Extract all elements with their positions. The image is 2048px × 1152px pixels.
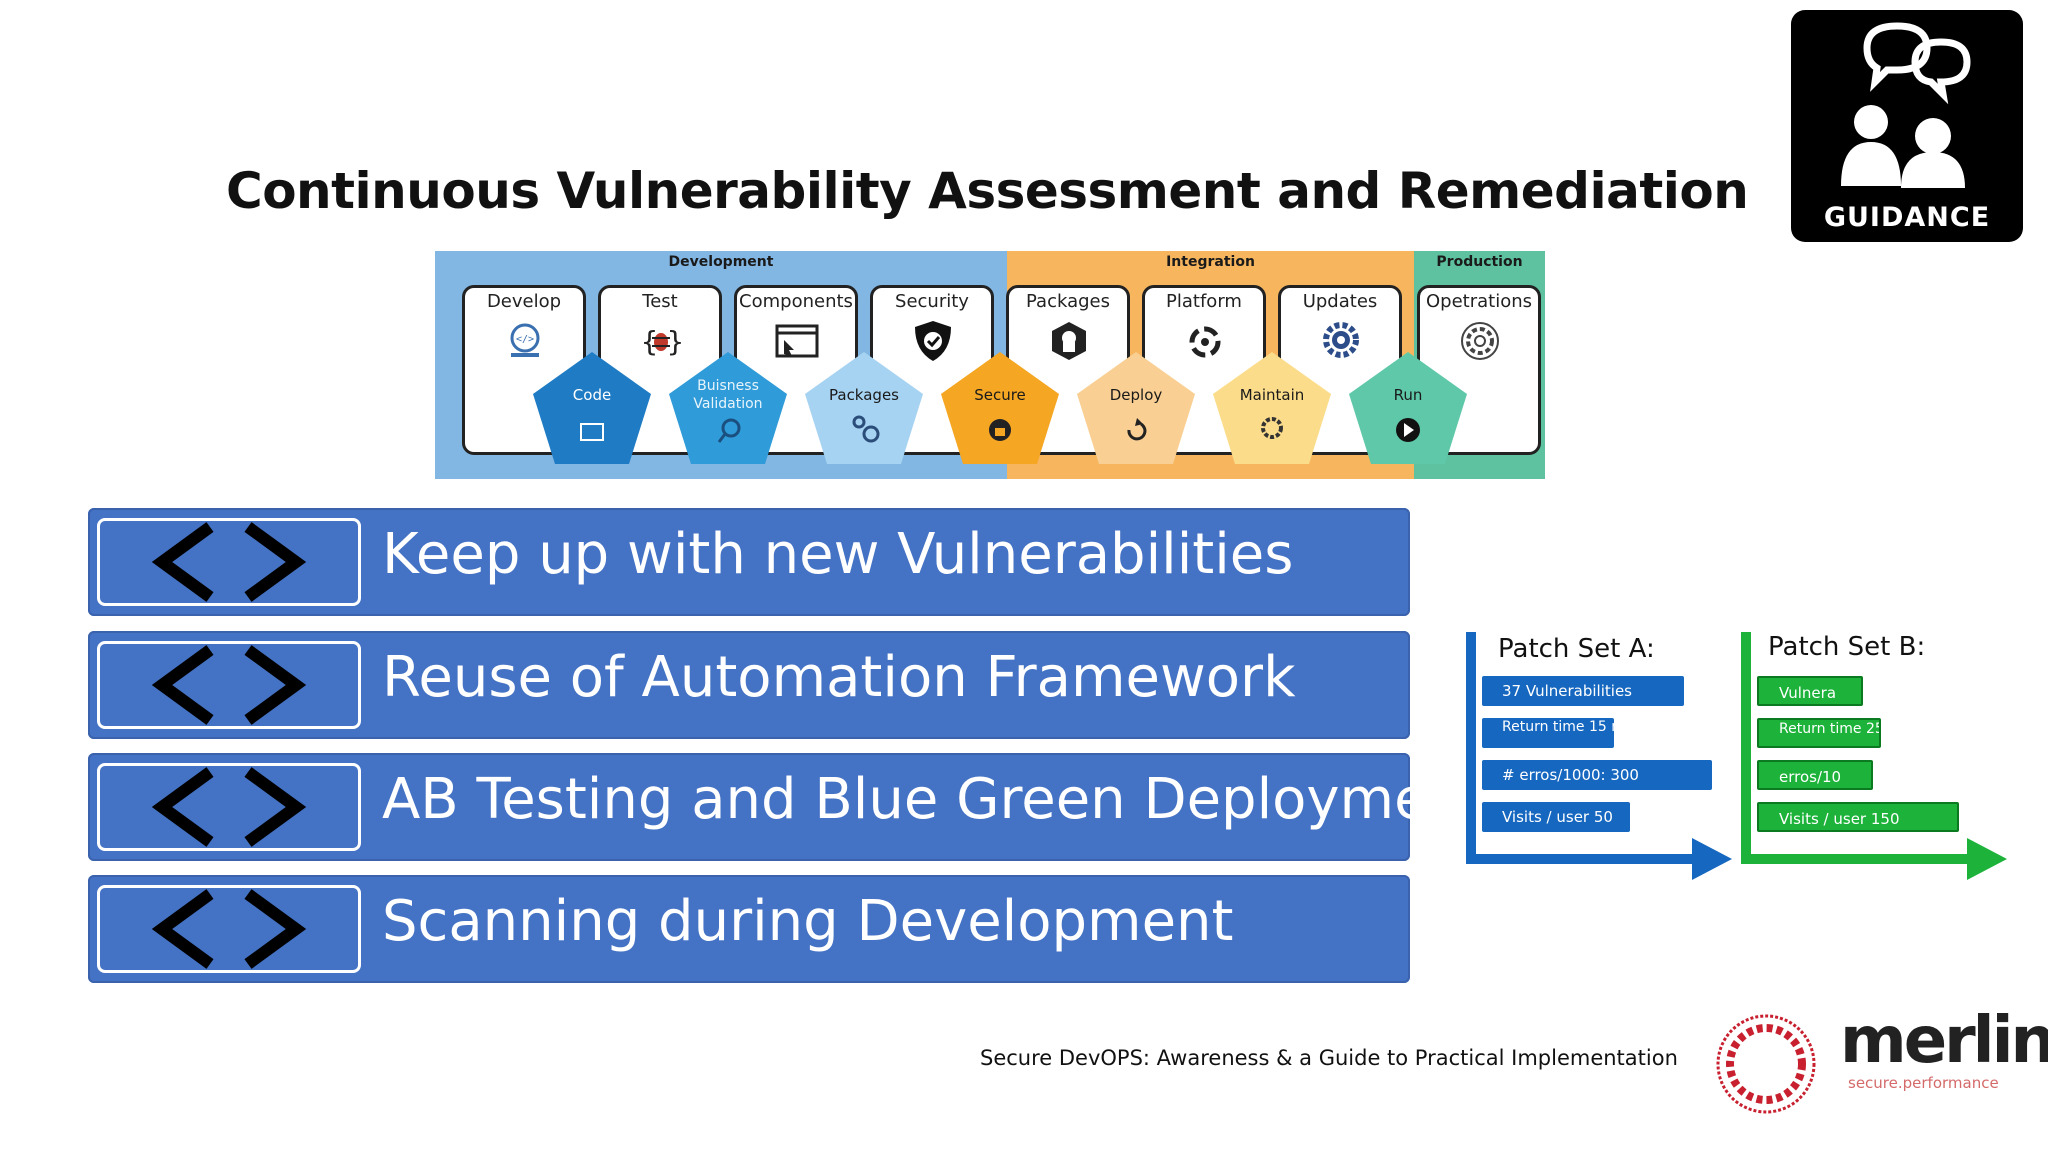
recycle-icon: [1189, 326, 1221, 358]
stage-label: Opetrations: [1425, 291, 1532, 312]
step-secure: [941, 352, 1059, 464]
list-item-ab-testing: AB Testing and Blue Green Deployment: [88, 753, 1486, 861]
patch-a-tag: Return time 15 ms: [1482, 718, 1614, 748]
shield-check-icon: [915, 321, 951, 361]
arrow-right-icon: [1692, 838, 1732, 880]
guidance-label: GUIDANCE: [1823, 202, 1991, 233]
patch-b-title: Patch Set B:: [1768, 632, 1926, 662]
patch-a-timeline: [1466, 632, 1732, 880]
list-item-text: Scanning during Development: [382, 889, 1234, 954]
patch-a-tag: 37 Vulnerabilities: [1482, 676, 1684, 706]
stage-label: Security: [895, 291, 969, 312]
step-business-validation: [669, 352, 787, 464]
guidance-badge: GUIDANCE: [1791, 10, 2023, 242]
step-label: Secure: [974, 386, 1026, 404]
deploy-arrow-icon: [1127, 422, 1147, 441]
patch-b-tag: Return time 25 ms: [1757, 718, 1881, 748]
brand-tagline: secure.performance: [1848, 1074, 1999, 1092]
step-run: [1349, 352, 1467, 464]
svg-text:</>: </>: [516, 334, 534, 345]
step-label: Packages: [829, 386, 899, 404]
terminal-icon: [580, 423, 604, 441]
code-brackets-icon: [97, 641, 361, 729]
devops-pipeline-diagram: Development Integration Production Devel…: [435, 251, 1545, 479]
patch-a-tag: # erros/1000: 300: [1482, 760, 1712, 790]
window-cursor-icon: [775, 324, 819, 358]
code-brackets-icon: [97, 763, 361, 851]
list-item-text: Keep up with new Vulnerabilities: [382, 522, 1294, 587]
step-deploy: [1077, 352, 1195, 464]
step-packages: [805, 352, 923, 464]
step-label: Maintain: [1239, 386, 1305, 404]
patch-b-tag: erros/10: [1757, 760, 1873, 790]
stage-label: Updates: [1302, 291, 1378, 312]
code-brackets-icon: [97, 885, 361, 973]
patch-a-title: Patch Set A:: [1498, 634, 1655, 664]
stage-label: Test: [642, 291, 678, 312]
step-label: Deploy: [1109, 386, 1163, 404]
list-item-automation: Reuse of Automation Framework: [88, 631, 1410, 739]
stage-label: Components: [739, 291, 853, 312]
footer-text: Secure DevOPS: Awareness & a Guide to Pr…: [980, 1046, 1678, 1070]
slide-title: Continuous Vulnerability Assessment and …: [226, 162, 1749, 220]
step-maintain: [1213, 352, 1331, 464]
step-label: Buisness Validation: [693, 378, 763, 412]
stage-label: Packages: [1026, 291, 1110, 312]
patch-a-tag: Visits / user 50: [1482, 802, 1630, 832]
list-item-vulnerabilities: Keep up with new Vulnerabilities: [88, 508, 1410, 616]
stage-label: Platform: [1166, 291, 1242, 312]
patch-b-tag: Vulnera: [1757, 676, 1863, 706]
zone-title: Production: [1436, 254, 1523, 270]
brand-logo: merlin: [1840, 1004, 2048, 1078]
patch-b-tag: Visits / user 150: [1757, 802, 1959, 832]
svg-text:}: }: [667, 325, 684, 358]
package-lock-icon: [1052, 322, 1086, 360]
zone-title: Development: [668, 254, 774, 270]
zone-title: Integration: [1166, 254, 1255, 270]
gears-icon: [852, 415, 866, 429]
code-brackets-icon: [97, 518, 361, 606]
patch-b-timeline: [1741, 632, 2007, 880]
people-discussion-icon: [1841, 22, 1971, 188]
code-monitor-icon: </>: [510, 323, 540, 357]
step-code: [533, 352, 651, 464]
stage-operations: Opetrations: [1417, 285, 1541, 455]
arrow-right-icon: [1967, 838, 2007, 880]
wrench-gear-icon: [1261, 417, 1283, 439]
gear-badge-icon: [1323, 322, 1359, 358]
svg-text:{: {: [641, 325, 658, 358]
stage-label: Develop: [486, 291, 562, 312]
brand-seal-icon: [1716, 1014, 1816, 1114]
magnifier-icon: [721, 418, 741, 438]
gear-icon: [1461, 322, 1499, 360]
bug-icon: { }: [641, 325, 684, 358]
step-label: Code: [572, 386, 612, 404]
list-item-text: AB Testing and Blue Green Deployment: [382, 767, 1487, 832]
step-label: Run: [1393, 386, 1423, 404]
list-item-scanning: Scanning during Development: [88, 875, 1410, 983]
list-item-text: Reuse of Automation Framework: [382, 645, 1296, 710]
